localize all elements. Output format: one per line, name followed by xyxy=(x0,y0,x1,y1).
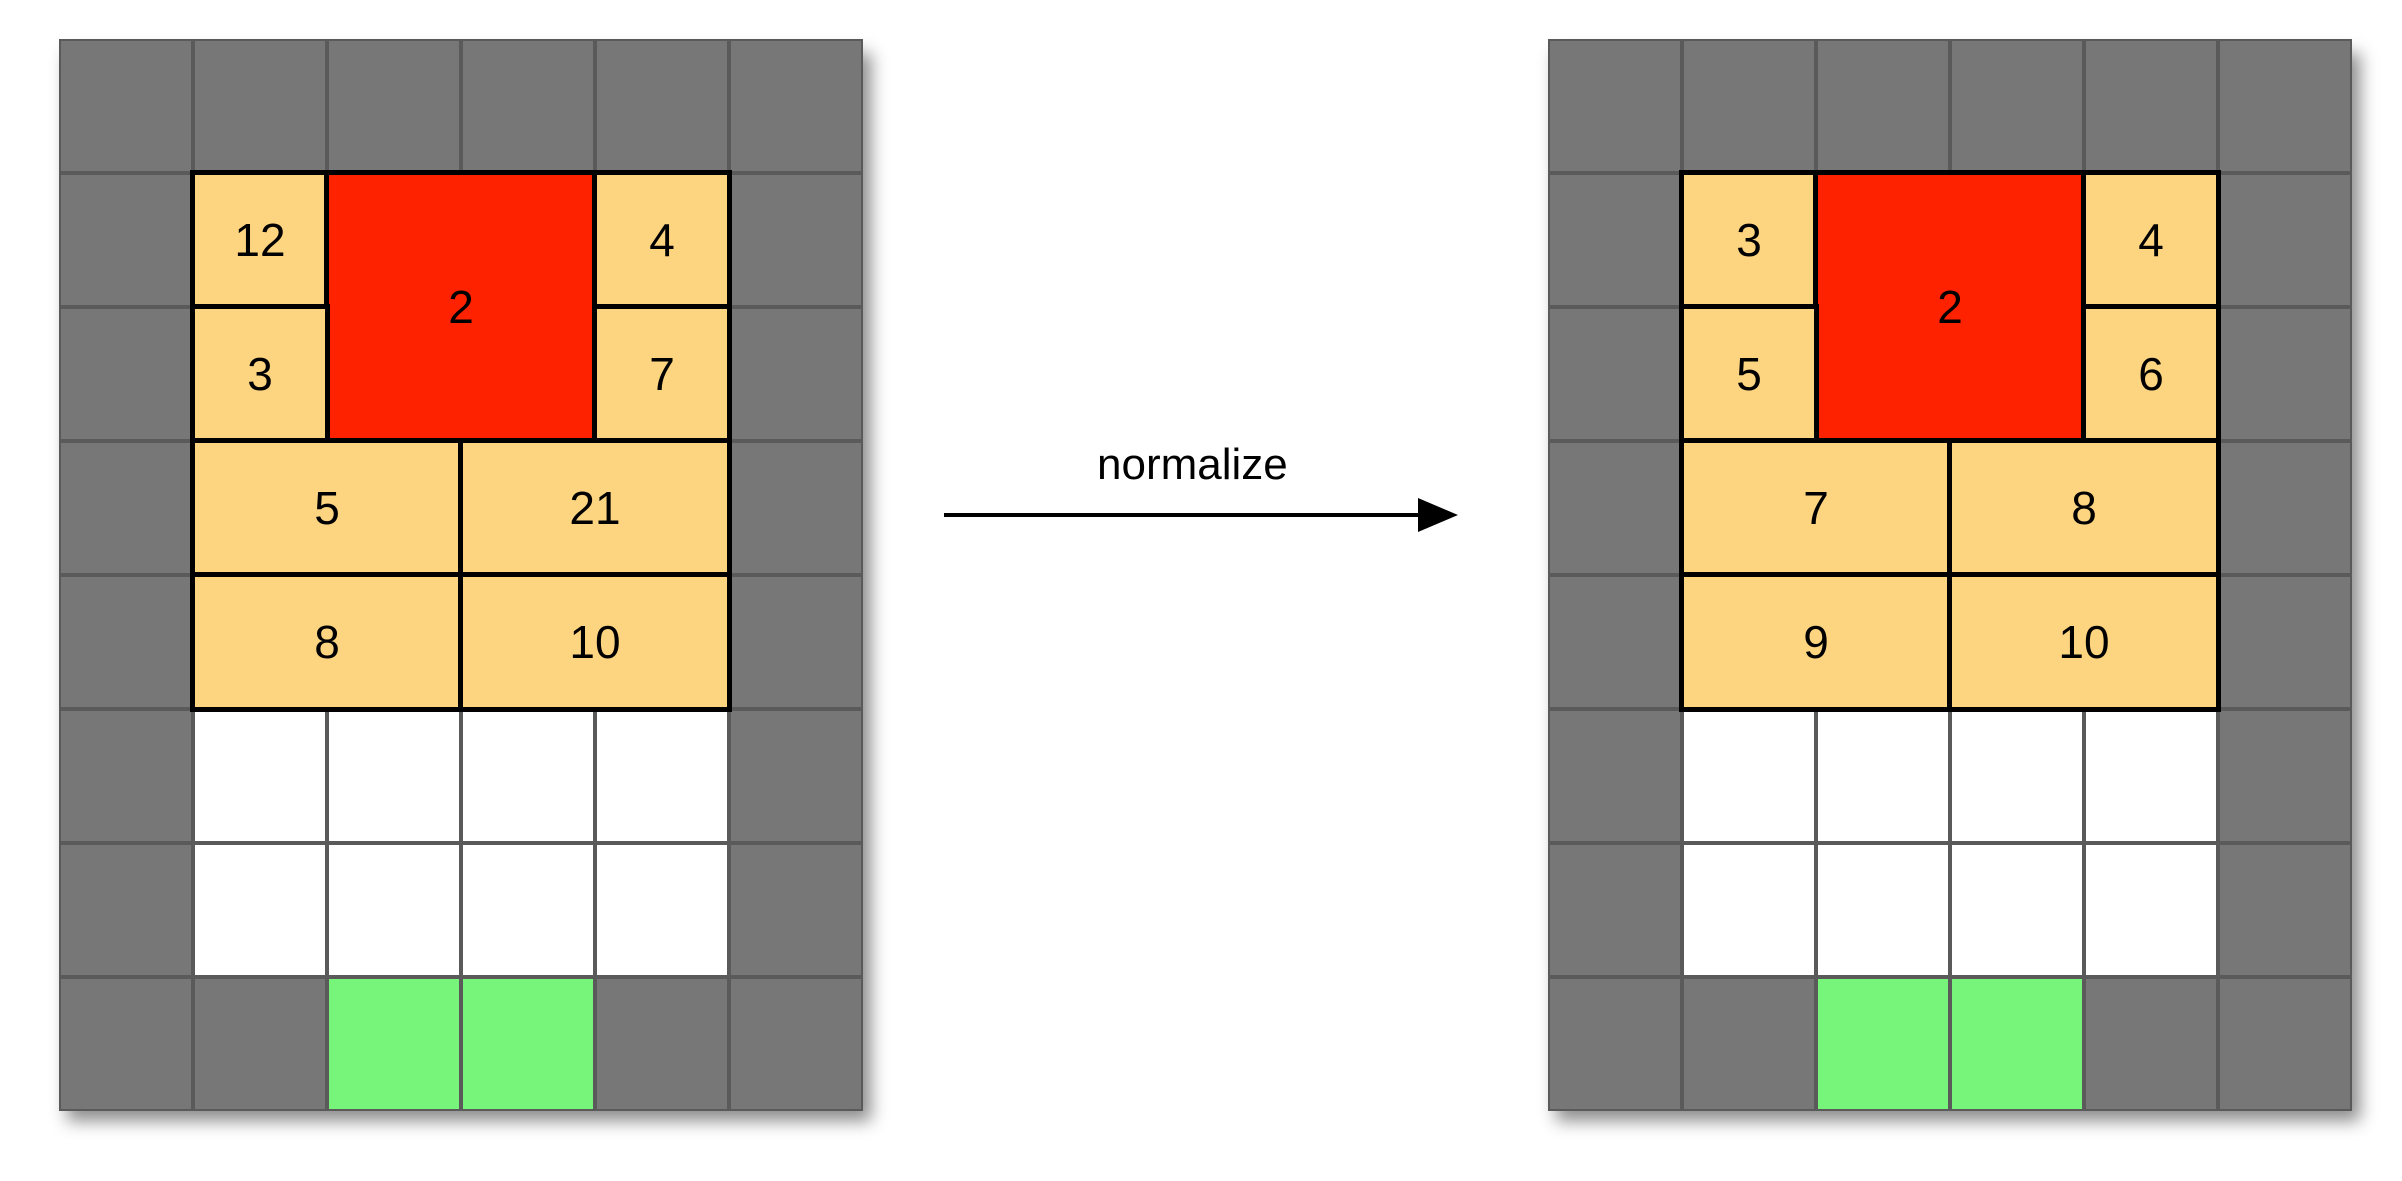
empty-cell xyxy=(1816,843,1950,977)
wall-cell xyxy=(729,441,863,575)
wall-cell xyxy=(1548,441,1682,575)
puzzle-block: 5 xyxy=(190,438,464,578)
wall-cell xyxy=(2218,709,2352,843)
wall-cell xyxy=(729,709,863,843)
wall-cell xyxy=(1682,977,1816,1111)
puzzle-block: 9 xyxy=(1679,572,1953,712)
puzzle-block: 8 xyxy=(190,572,464,712)
empty-cell xyxy=(461,709,595,843)
empty-cell xyxy=(327,843,461,977)
wall-cell xyxy=(729,307,863,441)
wall-cell xyxy=(729,977,863,1111)
empty-cell xyxy=(193,709,327,843)
wall-cell xyxy=(59,173,193,307)
puzzle-block: 4 xyxy=(2081,170,2221,310)
empty-cell xyxy=(2084,709,2218,843)
wall-cell xyxy=(59,575,193,709)
wall-cell xyxy=(327,39,461,173)
wall-cell xyxy=(2218,307,2352,441)
wall-cell xyxy=(2218,39,2352,173)
empty-cell xyxy=(1816,709,1950,843)
wall-cell xyxy=(2084,977,2218,1111)
puzzle-block: 7 xyxy=(592,304,732,444)
empty-cell xyxy=(2084,843,2218,977)
goal-cell xyxy=(1816,977,1950,1111)
empty-cell xyxy=(1950,843,2084,977)
wall-cell xyxy=(729,39,863,173)
empty-cell xyxy=(1950,709,2084,843)
arrow-label: normalize xyxy=(1097,440,1288,489)
wall-cell xyxy=(1548,307,1682,441)
wall-cell xyxy=(461,39,595,173)
empty-cell xyxy=(1682,843,1816,977)
wall-cell xyxy=(2084,39,2218,173)
wall-cell xyxy=(2218,575,2352,709)
empty-cell xyxy=(327,709,461,843)
wall-cell xyxy=(59,307,193,441)
wall-cell xyxy=(1548,977,1682,1111)
wall-cell xyxy=(595,39,729,173)
wall-cell xyxy=(729,575,863,709)
puzzle-block: 10 xyxy=(1947,572,2221,712)
target-block: 2 xyxy=(1813,170,2087,444)
wall-cell xyxy=(1548,575,1682,709)
puzzle-block: 21 xyxy=(458,438,732,578)
target-block: 2 xyxy=(324,170,598,444)
wall-cell xyxy=(1548,173,1682,307)
wall-cell xyxy=(2218,173,2352,307)
wall-cell xyxy=(2218,843,2352,977)
goal-cell xyxy=(461,977,595,1111)
empty-cell xyxy=(193,843,327,977)
wall-cell xyxy=(193,39,327,173)
goal-cell xyxy=(1950,977,2084,1111)
wall-cell xyxy=(1816,39,1950,173)
wall-cell xyxy=(2218,977,2352,1111)
wall-cell xyxy=(729,173,863,307)
wall-cell xyxy=(595,977,729,1111)
wall-cell xyxy=(59,709,193,843)
wall-cell xyxy=(1548,843,1682,977)
puzzle-block: 6 xyxy=(2081,304,2221,444)
wall-cell xyxy=(59,441,193,575)
puzzle-block: 7 xyxy=(1679,438,1953,578)
wall-cell xyxy=(1682,39,1816,173)
wall-cell xyxy=(59,39,193,173)
empty-cell xyxy=(595,709,729,843)
puzzle-block: 3 xyxy=(1679,170,1819,310)
wall-cell xyxy=(59,843,193,977)
wall-cell xyxy=(1950,39,2084,173)
puzzle-block: 3 xyxy=(190,304,330,444)
puzzle-block: 10 xyxy=(458,572,732,712)
puzzle-block: 5 xyxy=(1679,304,1819,444)
empty-cell xyxy=(461,843,595,977)
wall-cell xyxy=(1548,709,1682,843)
puzzle-block: 12 xyxy=(190,170,330,310)
wall-cell xyxy=(59,977,193,1111)
wall-cell xyxy=(2218,441,2352,575)
puzzle-block: 8 xyxy=(1947,438,2221,578)
arrow-right-icon xyxy=(944,498,1458,532)
wall-cell xyxy=(729,843,863,977)
puzzle-block: 4 xyxy=(592,170,732,310)
empty-cell xyxy=(595,843,729,977)
empty-cell xyxy=(1682,709,1816,843)
wall-cell xyxy=(1548,39,1682,173)
goal-cell xyxy=(327,977,461,1111)
wall-cell xyxy=(193,977,327,1111)
